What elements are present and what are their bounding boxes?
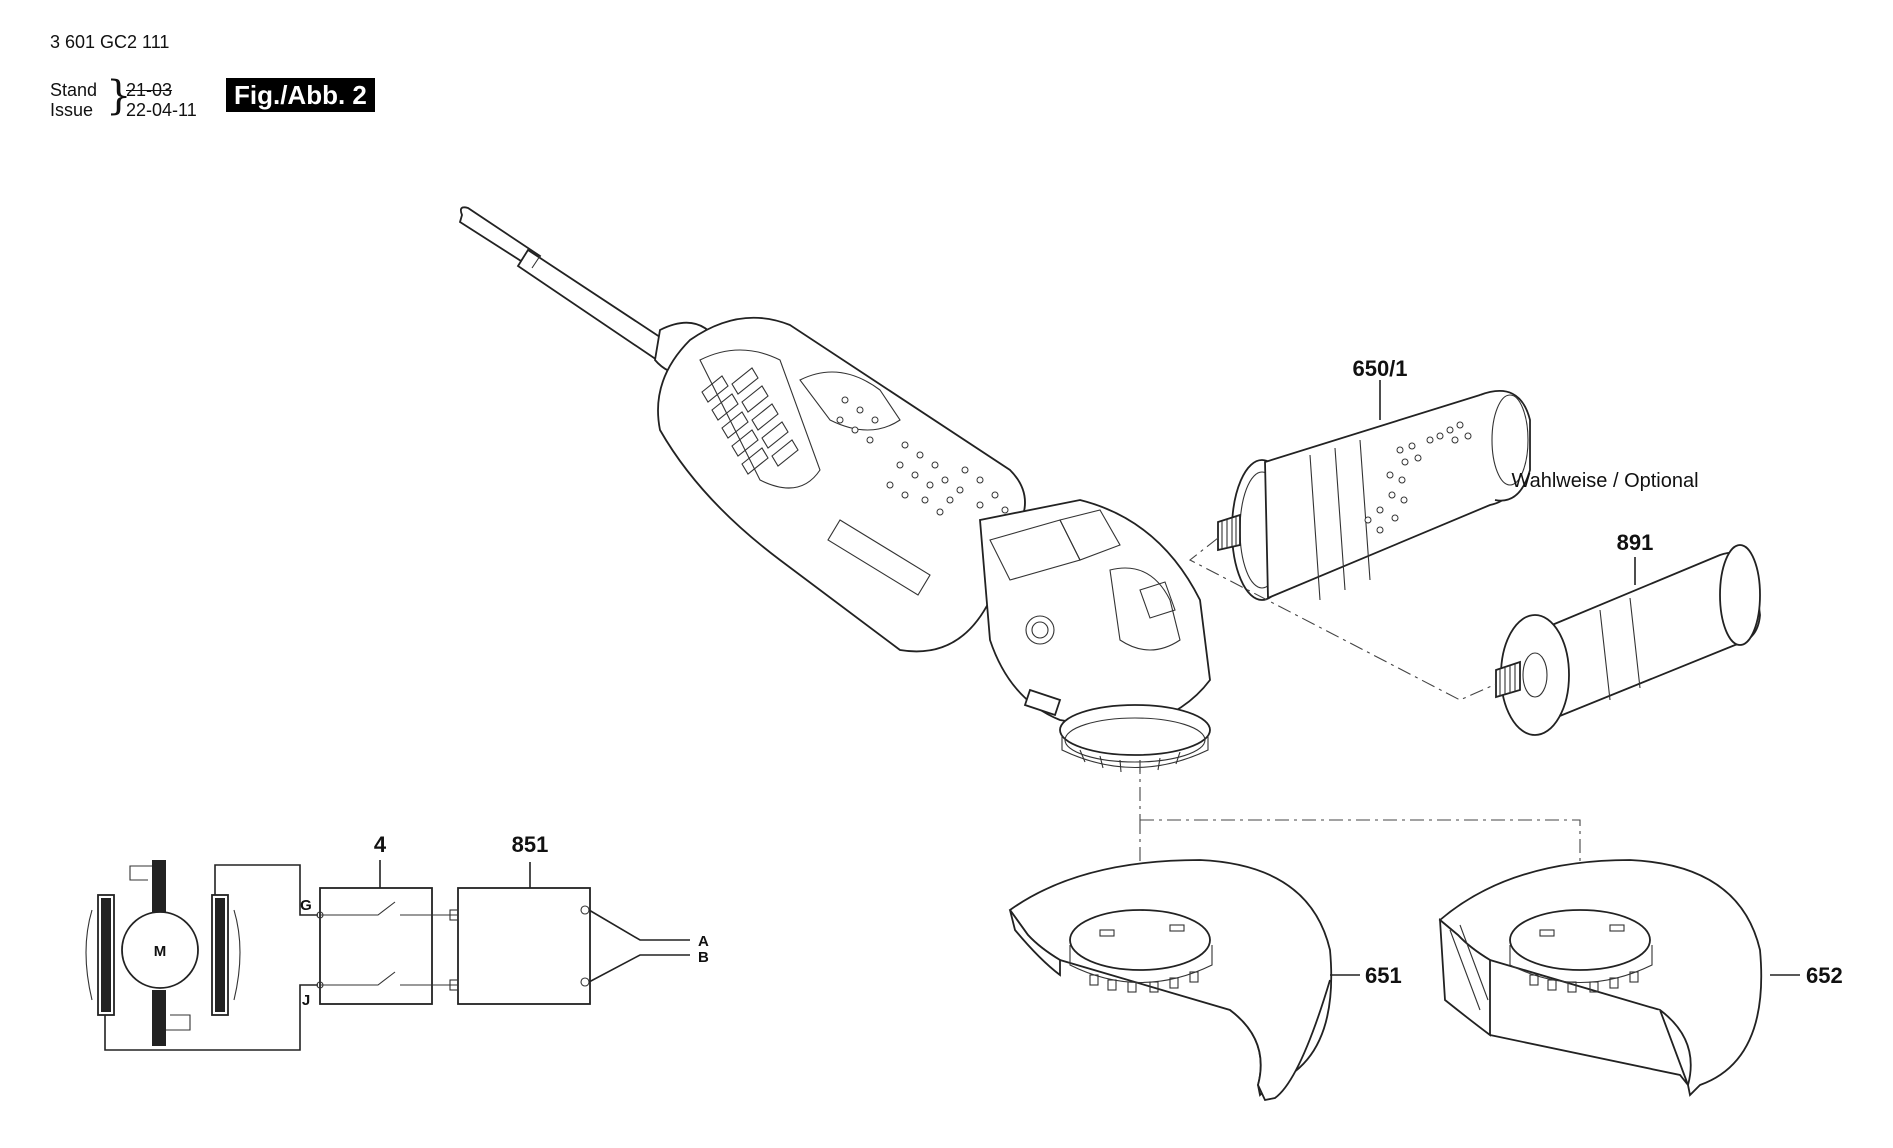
issue-label: Issue — [50, 100, 94, 120]
figure-badge: Fig./Abb. 2 — [226, 78, 375, 112]
document-number: 3 601 GC2 111 — [50, 32, 170, 52]
optional-note: Wahlweise / Optional — [1511, 470, 1698, 492]
wheel-guard-652 — [1438, 859, 1800, 1097]
switch-label: 4 — [374, 832, 387, 857]
part-label-650-1: 650/1 — [1352, 356, 1407, 381]
output-b-label: B — [698, 949, 709, 966]
alternative-handle-891 — [1495, 544, 1761, 736]
terminal-j: J — [302, 992, 310, 1009]
angle-grinder-illustration — [458, 206, 1211, 773]
stand-label: Stand — [50, 80, 98, 100]
output-a-label: A — [698, 933, 709, 950]
motor-label: M — [154, 943, 167, 960]
module-label: 851 — [512, 832, 549, 857]
wheel-guard-651 — [1008, 859, 1360, 1102]
terminal-g: G — [300, 897, 312, 914]
auxiliary-handle-650-1 — [1217, 380, 1531, 601]
stand-old-date: 21-03 — [126, 80, 173, 100]
part-label-651: 651 — [1365, 963, 1402, 988]
part-label-652: 652 — [1806, 963, 1843, 988]
part-label-891: 891 — [1617, 530, 1654, 555]
motor-symbol — [121, 911, 199, 989]
wiring-schematic: M G J 4 851 A B — [85, 832, 709, 1051]
issue-date: 22-04-11 — [126, 100, 197, 120]
brace-symbol: } — [106, 73, 132, 119]
